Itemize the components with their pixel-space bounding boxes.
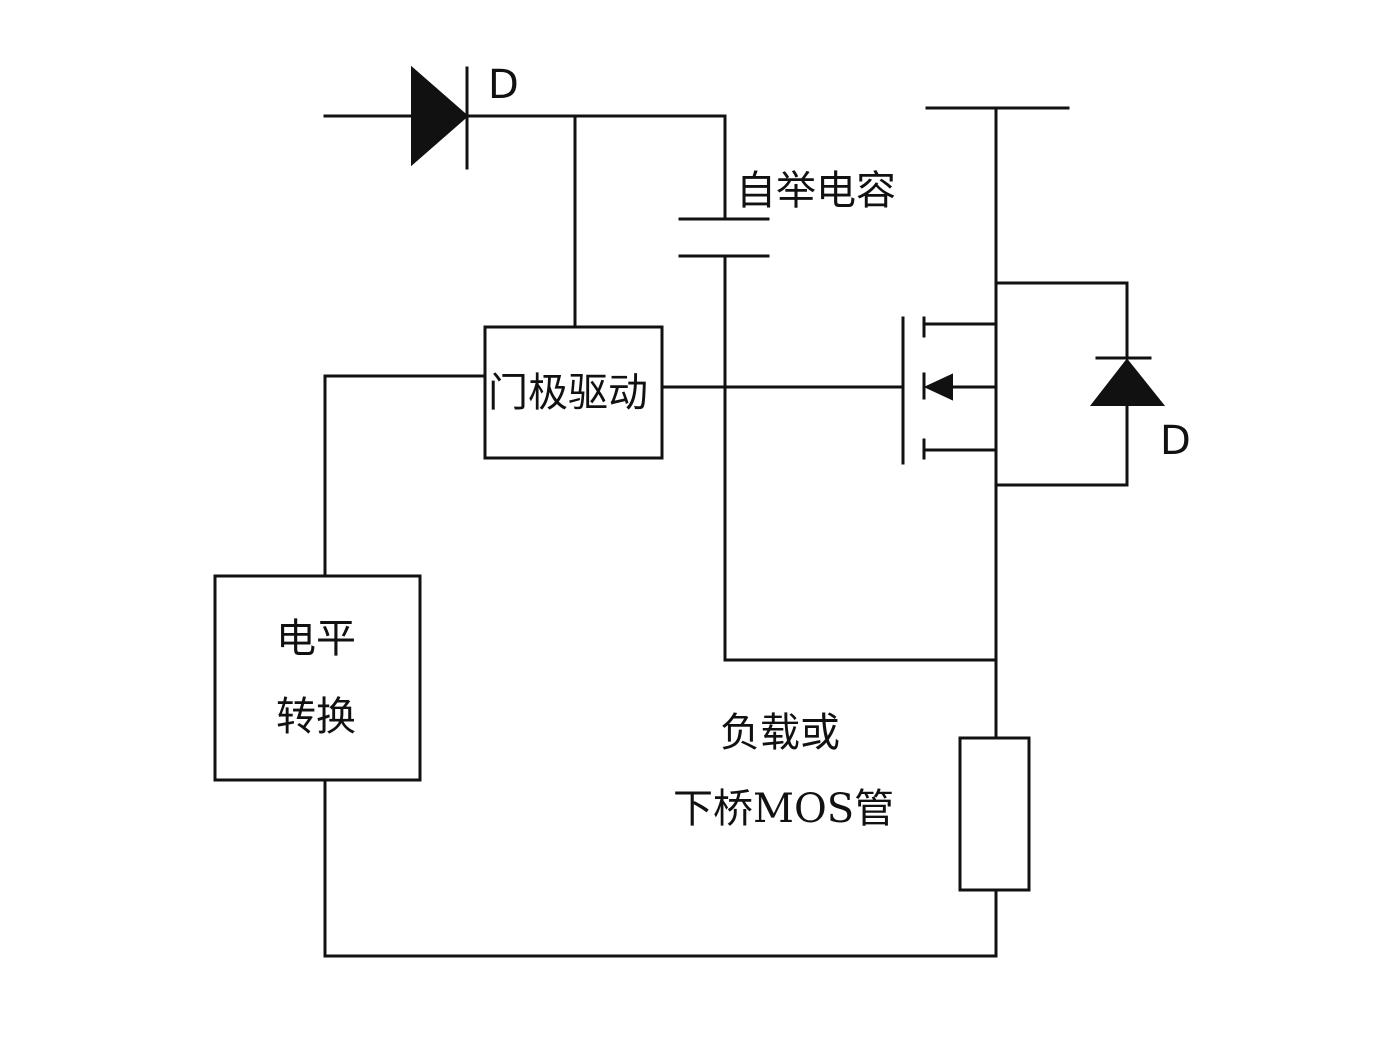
body-diode-label: D (1160, 418, 1191, 464)
level-shift-box (213, 574, 422, 782)
bootstrap-capacitor-group: 自举电容 (678, 114, 896, 662)
top-diode-label: D (488, 62, 519, 108)
gate-driver-block: 门极驱动 (483, 325, 664, 460)
body-diode-triangle (1089, 358, 1166, 406)
top-diode-triangle (411, 65, 469, 167)
load-block: 负载或 下桥MOS管 (673, 710, 1031, 958)
high-side-mosfet (901, 106, 1070, 740)
gate-driver-box (483, 325, 664, 460)
body-arrow-icon (923, 373, 953, 401)
level-shift-label-line1: 电平 (276, 616, 356, 662)
gate-driver-label: 门极驱动 (488, 370, 648, 416)
top-diode-group: D (323, 62, 727, 170)
level-shift-block: 电平 转换 (213, 374, 487, 958)
load-label-line2: 下桥MOS管 (673, 786, 894, 832)
bootstrap-capacitor-label: 自举电容 (736, 168, 896, 214)
level-shift-label-line2: 转换 (276, 694, 356, 740)
load-label-line1: 负载或 (720, 710, 840, 756)
load-resistor (958, 736, 1031, 892)
body-diode-group: D (994, 281, 1191, 487)
